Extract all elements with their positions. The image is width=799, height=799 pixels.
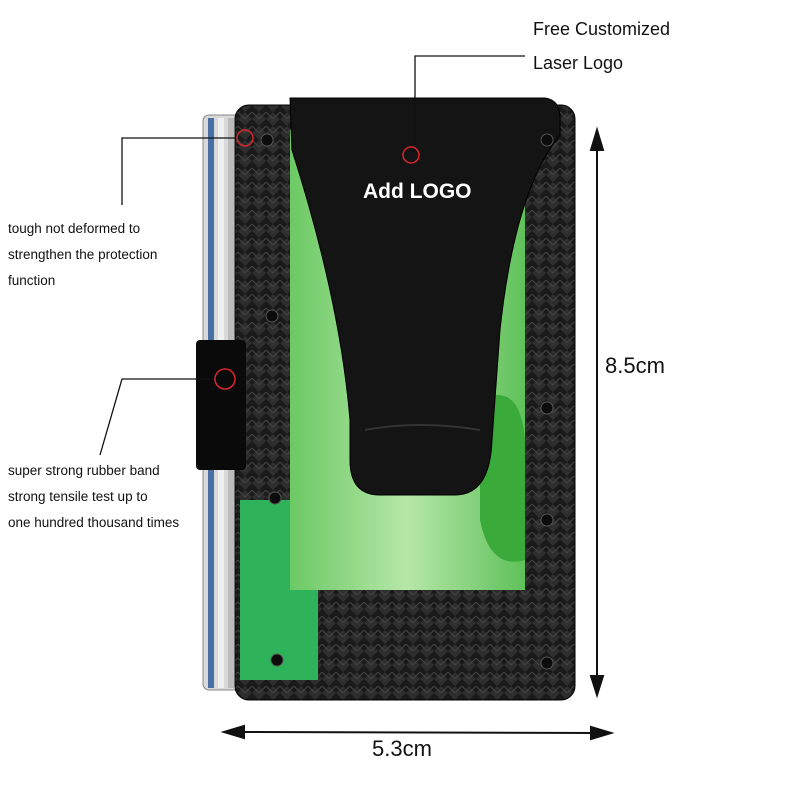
rubber-band <box>196 340 246 470</box>
callout-band-line-3: one hundred thousand times <box>8 515 179 530</box>
callout-band-line-1: super strong rubber band <box>8 463 160 478</box>
money-clip <box>289 97 561 496</box>
marker-circles <box>214 129 420 390</box>
callout-frame-line-2: strengthen the protection <box>8 247 157 262</box>
screws <box>260 133 554 670</box>
callout-logo-line-2: Laser Logo <box>533 53 623 73</box>
height-label: 8.5cm <box>605 353 665 378</box>
width-label: 5.3cm <box>372 736 432 761</box>
callout-logo-line-1: Free Customized <box>533 19 670 39</box>
callout-lines <box>99 55 525 456</box>
callout-frame-line-1: tough not deformed to <box>8 221 140 236</box>
width-arrow <box>220 724 615 741</box>
callout-band-line-2: strong tensile test up to <box>8 489 148 504</box>
callout-frame-line-3: function <box>8 273 55 288</box>
height-arrow <box>589 126 605 699</box>
clip-logo-label: Add LOGO <box>363 180 472 203</box>
